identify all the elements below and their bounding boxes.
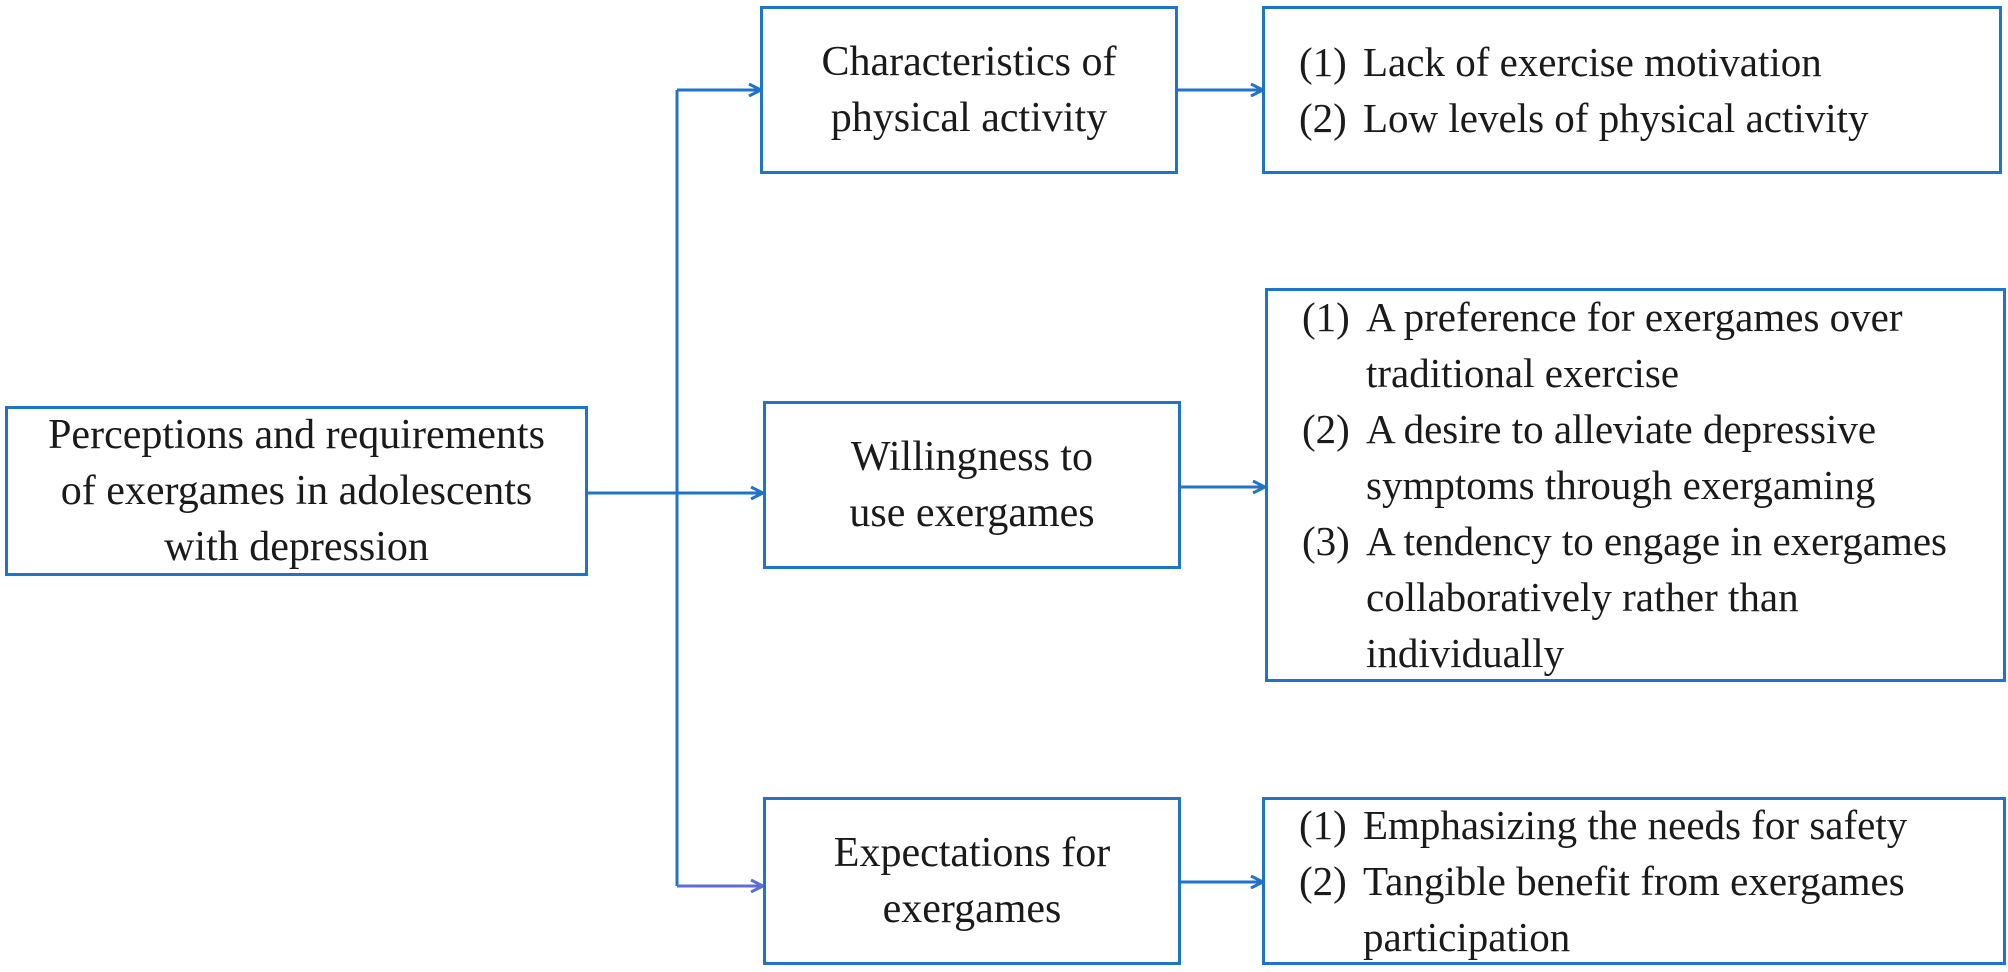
category-1-line-1: Characteristics of — [821, 39, 1117, 85]
detail-item-text: Lack of exercise motivation — [1363, 39, 1822, 85]
detail-item: (3) A tendency to engage in exergames co… — [1302, 513, 1997, 681]
detail-item: (1) A preference for exergames over trad… — [1302, 289, 1997, 401]
detail-item-text: Tangible benefit from exergames particip… — [1363, 858, 1905, 960]
category-1-line-2: physical activity — [830, 95, 1108, 141]
detail-item-number: (2) — [1299, 858, 1347, 904]
detail-item-number: (1) — [1299, 39, 1347, 85]
category-2-line-2: use exergames — [849, 490, 1095, 536]
detail-item-text: Emphasizing the needs for safety — [1363, 802, 1908, 848]
root-line-3: with depression — [164, 524, 429, 570]
details-box-expectations: (1) Emphasizing the needs for safety (2)… — [1262, 797, 2006, 965]
root-box: Perceptions and requirements of exergame… — [5, 406, 588, 576]
category-3-line-1: Expectations for — [833, 830, 1111, 876]
details-box-willingness: (1) A preference for exergames over trad… — [1265, 288, 2006, 682]
detail-item-number: (2) — [1299, 95, 1347, 141]
detail-item-text: A desire to alleviate depressive symptom… — [1366, 406, 1877, 508]
detail-item-number: (1) — [1299, 802, 1347, 848]
detail-item-number: (3) — [1302, 518, 1350, 564]
category-box-physical-activity: Characteristics of physical activity — [760, 6, 1178, 174]
root-line-2: of exergames in adolescents — [60, 468, 533, 514]
detail-item: (2) Low levels of physical activity — [1299, 90, 1993, 146]
detail-item-text: A preference for exergames over traditio… — [1366, 294, 1903, 396]
detail-item-number: (2) — [1302, 406, 1350, 452]
detail-item: (2) Tangible benefit from exergames part… — [1299, 853, 1997, 965]
category-box-expectations: Expectations for exergames — [763, 797, 1181, 965]
detail-item: (1) Emphasizing the needs for safety — [1299, 797, 1997, 853]
detail-item: (1) Lack of exercise motivation — [1299, 34, 1993, 90]
detail-item-number: (1) — [1302, 294, 1350, 340]
category-box-willingness: Willingness to use exergames — [763, 401, 1181, 569]
root-line-1: Perceptions and requirements — [48, 412, 545, 458]
details-box-physical-activity: (1) Lack of exercise motivation (2) Low … — [1262, 6, 2002, 174]
category-2-line-1: Willingness to — [850, 434, 1094, 480]
category-3-line-2: exergames — [882, 886, 1062, 932]
detail-item-text: Low levels of physical activity — [1363, 95, 1869, 141]
detail-item: (2) A desire to alleviate depressive sym… — [1302, 401, 1997, 513]
detail-item-text: A tendency to engage in exergames collab… — [1366, 518, 1948, 676]
